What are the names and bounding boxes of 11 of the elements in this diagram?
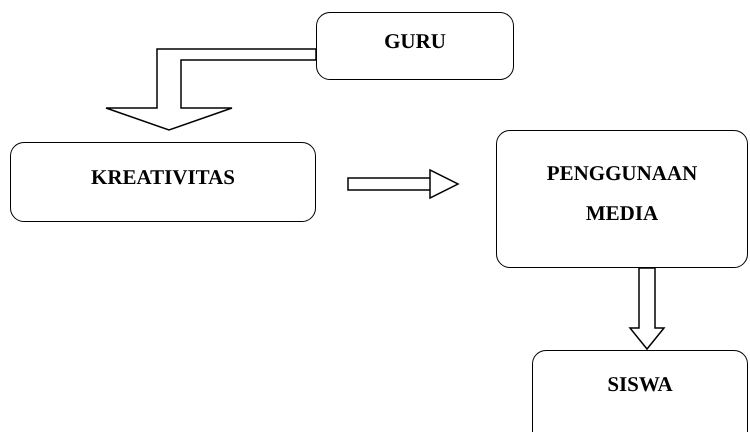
box-label: PENGGUNAAN MEDIA [546, 160, 698, 227]
process-box [10, 142, 316, 222]
box-label: GURU [384, 28, 446, 55]
process-box [496, 130, 748, 268]
block-arrow [105, 48, 317, 131]
block-arrow [347, 168, 460, 200]
process-box [532, 350, 748, 432]
box-label: SISWA [607, 371, 673, 398]
process-box [316, 12, 514, 80]
box-label: KREATIVITAS [91, 164, 235, 191]
block-arrow [628, 267, 666, 350]
